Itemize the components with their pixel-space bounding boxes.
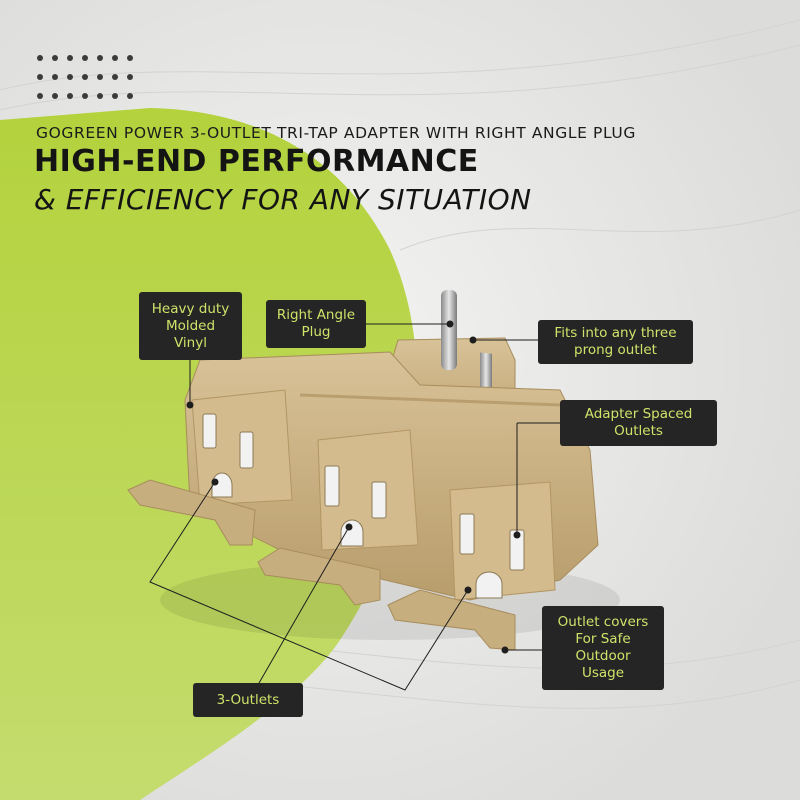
callout-right-angle-plug: Right Angle Plug xyxy=(266,300,366,348)
outlet-2-slot-right xyxy=(371,481,387,519)
outlet-3-ground xyxy=(475,571,503,599)
outlet-3-slot-left xyxy=(459,513,475,555)
ground-prong xyxy=(441,290,457,370)
outlet-cover-2 xyxy=(257,547,381,606)
callout-spaced-outlets: Adapter Spaced Outlets xyxy=(560,400,717,446)
callout-text: Adapter Spaced Outlets xyxy=(584,406,693,439)
outlet-1-slot-right xyxy=(239,431,254,469)
callout-heavy-duty-vinyl: Heavy duty Molded Vinyl xyxy=(139,292,242,360)
callout-text: Outlet covers For Safe Outdoor Usage xyxy=(557,614,649,681)
product-subtitle: GOGREEN POWER 3-OUTLET TRI-TAP ADAPTER W… xyxy=(36,124,636,142)
callout-three-prong: Fits into any three prong outlet xyxy=(538,320,693,364)
callout-three-outlets: 3-Outlets xyxy=(193,683,303,717)
dot-grid-decoration xyxy=(37,55,133,101)
callout-text: Fits into any three prong outlet xyxy=(554,325,677,358)
tagline: & EFFICIENCY FOR ANY SITUATION xyxy=(34,183,532,216)
outlet-cover-1 xyxy=(127,479,256,546)
callout-text: Heavy duty Molded Vinyl xyxy=(151,300,230,351)
callout-text: 3-Outlets xyxy=(216,691,280,708)
callout-text: Right Angle Plug xyxy=(276,307,356,340)
outlet-1-slot-left xyxy=(202,413,217,449)
headline: HIGH-END PERFORMANCE xyxy=(34,144,479,179)
callout-outlet-covers: Outlet covers For Safe Outdoor Usage xyxy=(542,606,664,690)
wave-lines xyxy=(0,19,800,709)
outlet-2-slot-left xyxy=(324,465,340,507)
